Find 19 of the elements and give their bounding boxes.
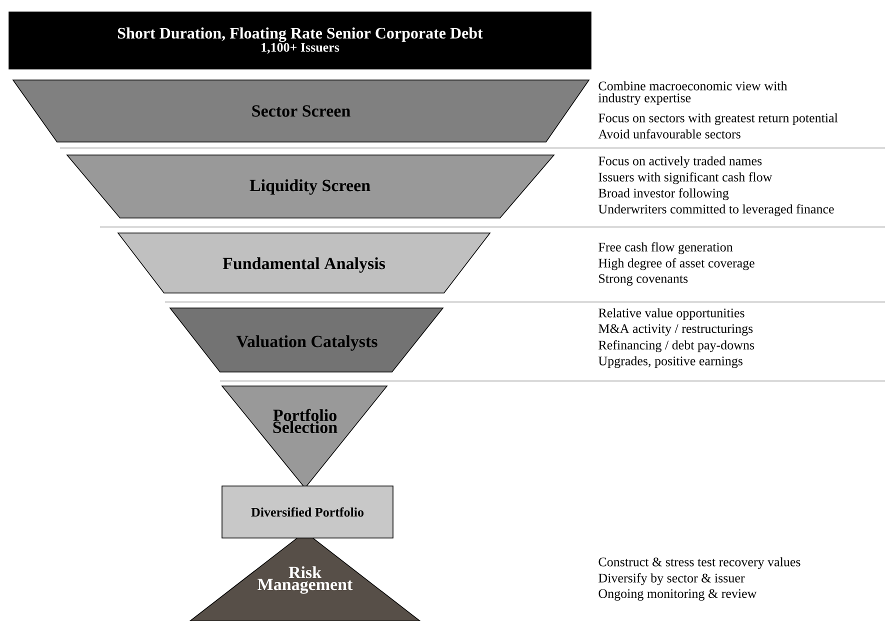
- bullet-text: Relative value opportunities: [598, 308, 744, 320]
- bullet-text: Broad investor following: [598, 188, 729, 200]
- bullet-text: M&A activity / restructurings: [598, 324, 753, 336]
- bullet-text: Strong covenants: [599, 274, 688, 286]
- bullet-text: High degree of asset coverage: [598, 258, 754, 270]
- bullet-text: Upgrades, positive earnings: [598, 356, 743, 368]
- bullet-text: Ongoing monitoring & review: [598, 589, 757, 601]
- bullet-text: Diversify by sector & issuer: [598, 573, 745, 586]
- bullet-text: Avoid unfavourable sectors: [598, 129, 740, 138]
- bullet-text: Combine macroeconomic view with industry expertise: [598, 81, 788, 106]
- bullet-text: Free cash flow generation: [598, 242, 733, 254]
- bullet-text: Underwriters committed to leveraged finance: [598, 204, 834, 216]
- bullet-text: Issuers with significant cash flow: [598, 172, 772, 184]
- header-box: Short Duration, Floating Rate Senior Corporate Debt 1,100+ Issuers: [8, 12, 592, 70]
- portfolio-box: Diversified Portfolio: [222, 486, 394, 538]
- bullet-text: Focus on sectors with greatest return potential: [598, 113, 838, 126]
- bullet-text: Focus on actively traded names: [598, 156, 762, 168]
- bullet-text: Construct & stress test recovery values: [598, 557, 800, 570]
- bullet-text: Refinancing / debt pay-downs: [598, 340, 754, 352]
